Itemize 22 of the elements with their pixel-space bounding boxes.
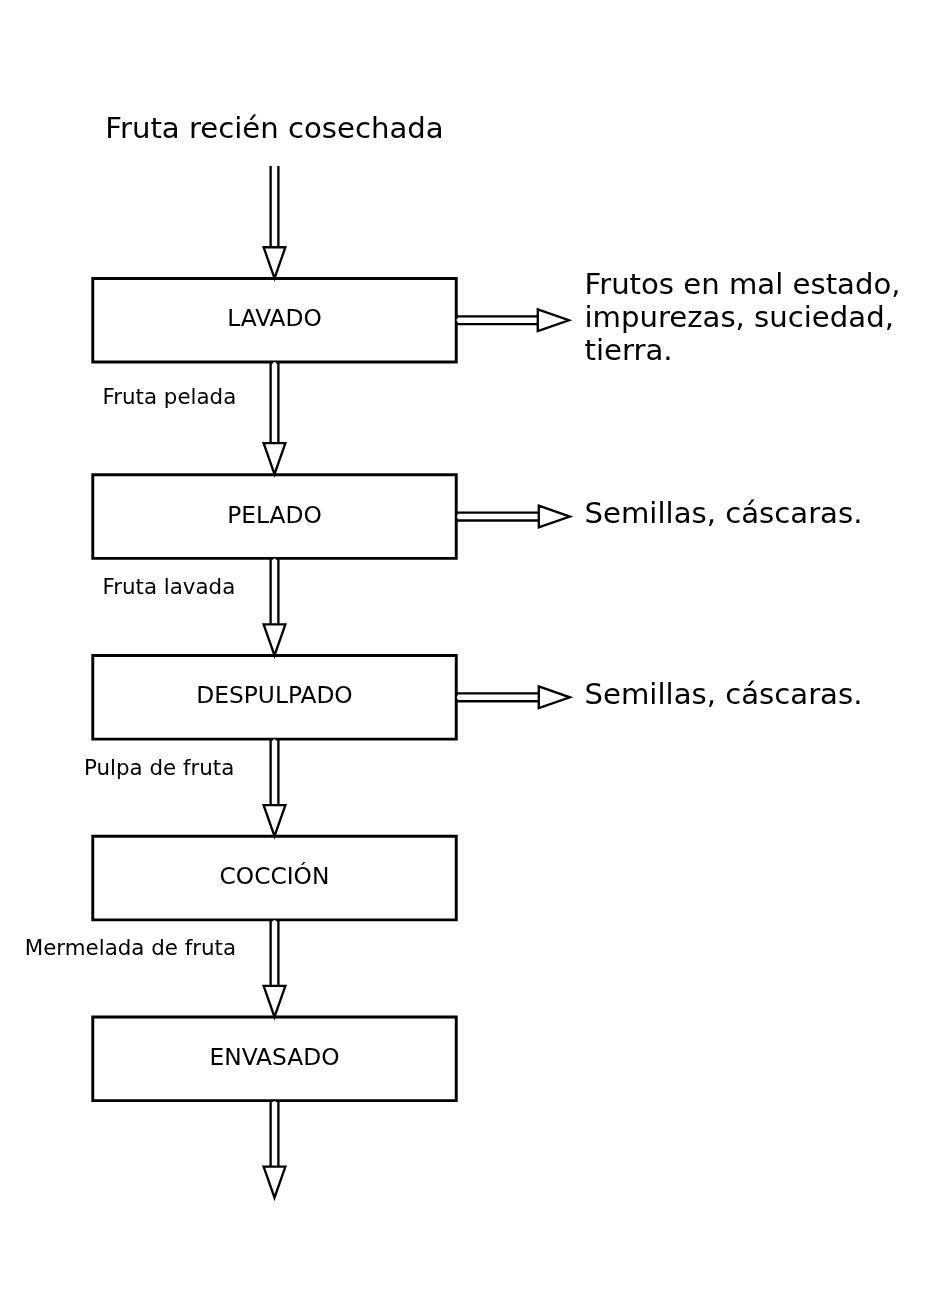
arrow (261, 361, 288, 478)
edge-label: Pulpa de fruta (84, 754, 235, 780)
arrow (261, 738, 288, 840)
arrow (456, 503, 574, 529)
node-box: DESPULPADO (91, 653, 458, 741)
node-text: Semillas, cáscaras. (584, 676, 863, 711)
node-text: Frutos en mal estado, impurezas, suciedad, tierra. (584, 266, 901, 367)
arrow (261, 558, 288, 659)
edge-label: Fruta lavada (102, 573, 236, 599)
arrow (456, 684, 574, 710)
node-text: Semillas, cáscaras. (584, 495, 863, 530)
node-box: PELADO (91, 472, 458, 560)
node-text: Fruta recién cosechada (105, 110, 444, 145)
edge-label: Fruta pelada (102, 383, 237, 409)
arrow (261, 165, 288, 282)
edge-label: Mermelada de fruta (24, 934, 237, 960)
node-box: ENVASADO (91, 1015, 458, 1102)
node-box: LAVADO (91, 276, 458, 363)
arrow (261, 919, 288, 1020)
arrow (456, 307, 573, 333)
node-box: COCCIÓN (91, 834, 458, 921)
arrow (261, 1100, 288, 1201)
